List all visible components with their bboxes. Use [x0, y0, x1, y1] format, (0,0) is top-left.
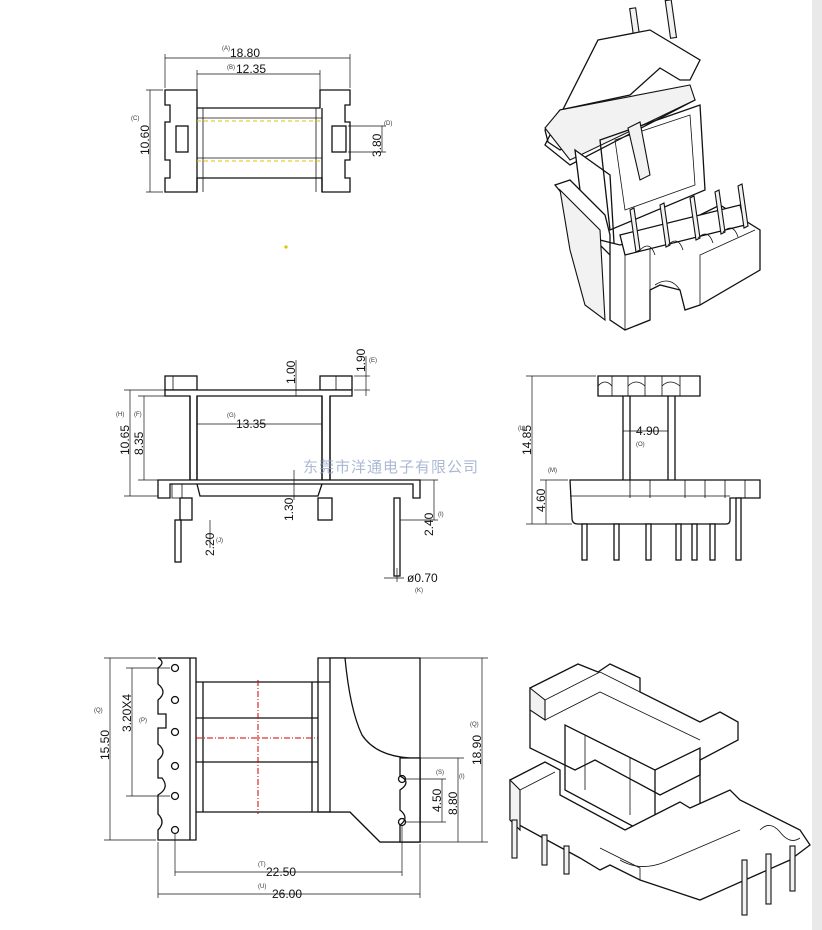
dim-t-tag: (S)	[436, 770, 444, 776]
dim-s-tag: (Q)	[470, 722, 479, 728]
lower-pins	[511, 819, 796, 916]
dim-c-tag: (C)	[131, 116, 139, 122]
isometric-view-lower	[509, 663, 811, 916]
dim-r-tag: (P)	[139, 718, 147, 724]
dim-c-value: 10.60	[138, 125, 152, 155]
top-view-outline	[164, 89, 351, 193]
dim-w-value: 26.00	[272, 887, 302, 901]
dim-v-value: 22.50	[266, 865, 296, 879]
dim-i-tag: (F)	[134, 412, 142, 418]
dim-d-tag: (D)	[384, 121, 392, 127]
dim-g-value: 13.35	[236, 417, 266, 431]
dim-b-value: 12.35	[236, 62, 266, 76]
dim-m-tag: (K)	[415, 588, 423, 594]
dim-p-value: 4.60	[534, 488, 548, 512]
page-edge	[812, 0, 822, 930]
dim-e-tag: (E)	[369, 358, 377, 364]
dim-h-value: 10.65	[118, 425, 132, 455]
dim-n-value: 14.85	[520, 425, 534, 455]
dim-q-value: 15.50	[98, 730, 112, 760]
dim-l-value: 2.20	[203, 532, 217, 556]
bottom-dimensions: 22.50 (T) 26.00 (U)	[157, 826, 421, 901]
dim-p-tag: (M)	[548, 468, 557, 474]
dim-t-value: 4.50	[430, 788, 444, 812]
dim-b-tag: (B)	[227, 65, 235, 71]
dim-u-tag: (I)	[459, 774, 465, 780]
dim-g-tag: (G)	[227, 413, 236, 419]
dim-j-value: 1.30	[282, 497, 296, 521]
dim-v-tag: (T)	[258, 862, 266, 868]
dim-r-value: 3.20X4	[120, 694, 134, 732]
bottom-view-right: 18.90 (Q) 4.50 (S) 8.80 (I)	[317, 657, 488, 843]
dim-f-value: 1.00	[284, 360, 298, 384]
dim-d-value: 3.80	[370, 133, 384, 157]
dim-q-tag: (Q)	[94, 708, 103, 714]
dim-e-value: 1.90	[354, 348, 368, 372]
dim-a-value: 18.80	[230, 46, 260, 60]
dim-h-tag: (H)	[116, 412, 124, 418]
front-view: 1.90 (E) 1.00 13.35 (G) 10.65 (H) 8.35 (…	[116, 348, 444, 594]
dim-u-value: 8.80	[446, 791, 460, 815]
dim-i-value: 8.35	[132, 431, 146, 455]
dim-l-tag: (J)	[216, 538, 223, 544]
dim-a-tag: (A)	[222, 46, 230, 52]
isometric-view-upper	[544, 0, 761, 331]
side-pins	[581, 497, 742, 561]
dim-k-value: 2.40	[422, 512, 436, 536]
bottom-view-left: 15.50 (Q) 3.20X4 (P)	[94, 657, 318, 841]
side-view: 14.85 (L) 4.90 (O) 4.60 (M)	[518, 375, 761, 561]
dim-w-tag: (U)	[258, 884, 266, 890]
dim-s-value: 18.90	[470, 735, 484, 765]
top-view: 18.80 (A) 12.35 (B) 10.60 (C) 3.80 (D)	[131, 46, 392, 249]
dim-o-value: 4.90	[636, 424, 660, 438]
dim-o-tag: (O)	[636, 442, 645, 448]
dim-n-tag: (L)	[518, 426, 525, 432]
company-watermark: 东莞市洋通电子有限公司	[303, 459, 479, 476]
dim-k-tag: (I)	[438, 512, 444, 518]
dim-m-value: ø0.70	[407, 571, 438, 585]
